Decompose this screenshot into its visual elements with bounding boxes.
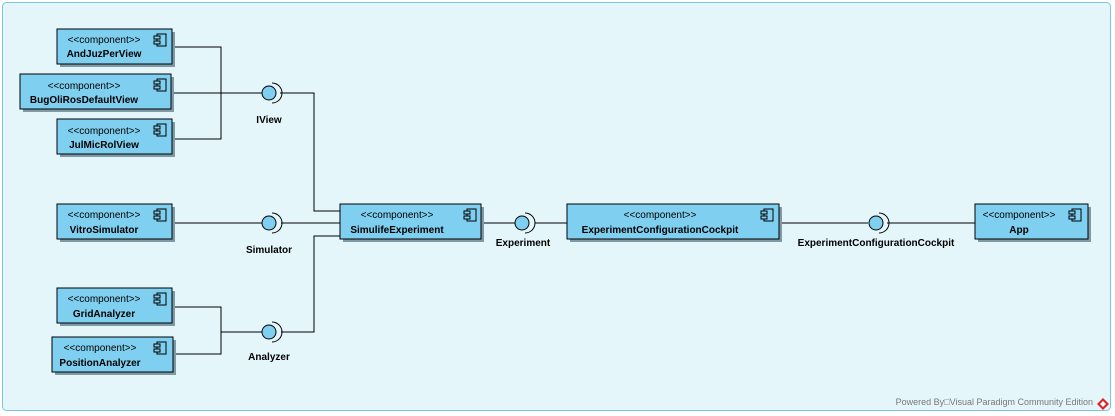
component-stereotype: <<component>> bbox=[64, 343, 137, 354]
component-icon bbox=[1068, 208, 1082, 222]
interface-iview[interactable]: IView bbox=[256, 82, 283, 126]
component-experimentconfigurationcockpit[interactable]: <<component>> ExperimentConfigurationCoc… bbox=[566, 203, 782, 242]
component-stereotype: <<component>> bbox=[983, 210, 1056, 221]
interface-ball bbox=[261, 324, 277, 340]
component-name: JulMicRolView bbox=[69, 140, 139, 151]
component-icon bbox=[153, 33, 167, 47]
component-name: PositionAnalyzer bbox=[59, 358, 140, 369]
component-box bbox=[974, 203, 1089, 240]
wire-andjuz-iview bbox=[174, 46, 222, 93]
interface-socket bbox=[878, 212, 890, 234]
interface-label: Analyzer bbox=[248, 352, 290, 363]
component-bugolirosdefaultview[interactable]: <<component>> BugOliRosDefaultView bbox=[19, 73, 174, 112]
component-name: SimulifeExperiment bbox=[350, 225, 444, 236]
component-box bbox=[566, 203, 780, 240]
powered-by-footer: Powered By□Visual Paradigm Community Edi… bbox=[895, 397, 1093, 407]
component-icon bbox=[760, 208, 774, 222]
component-box bbox=[56, 118, 173, 155]
component-name: GridAnalyzer bbox=[73, 309, 135, 320]
component-simulifeexperiment[interactable]: <<component>> SimulifeExperiment bbox=[339, 203, 484, 242]
component-app[interactable]: <<component>> App bbox=[974, 203, 1091, 242]
component-box bbox=[56, 203, 173, 240]
interface-label: IView bbox=[256, 115, 282, 126]
interface-label: Simulator bbox=[246, 245, 292, 256]
component-stereotype: <<component>> bbox=[624, 210, 697, 221]
component-box bbox=[339, 203, 482, 240]
component-icon bbox=[153, 78, 167, 92]
component-name: AndJuzPerView bbox=[67, 49, 142, 60]
component-julmicrolview[interactable]: <<component>> JulMicRolView bbox=[56, 118, 175, 157]
component-icon bbox=[153, 341, 167, 355]
interface-label: ExperimentConfigurationCockpit bbox=[798, 238, 955, 249]
wire-position-analyzer bbox=[175, 332, 222, 355]
component-stereotype: <<component>> bbox=[48, 81, 121, 92]
component-stereotype: <<component>> bbox=[68, 294, 141, 305]
interface-simulator[interactable]: Simulator bbox=[246, 212, 292, 256]
component-positionanalyzer[interactable]: <<component>> PositionAnalyzer bbox=[51, 336, 176, 375]
visual-paradigm-logo-icon bbox=[1097, 398, 1109, 410]
interface-experiment[interactable]: Experiment bbox=[496, 212, 551, 249]
component-icon bbox=[153, 123, 167, 137]
wire-grid-analyzer bbox=[174, 306, 222, 332]
wire-julmic-iview bbox=[174, 93, 222, 140]
interface-socket bbox=[524, 212, 536, 234]
component-name: VitroSimulator bbox=[70, 225, 139, 236]
component-gridanalyzer[interactable]: <<component>> GridAnalyzer bbox=[56, 287, 175, 326]
interface-experimentconfigurationcockpit[interactable]: ExperimentConfigurationCockpit bbox=[798, 212, 955, 249]
interface-ball bbox=[868, 215, 884, 231]
component-name: BugOliRosDefaultView bbox=[30, 95, 138, 106]
component-andjuzperview[interactable]: <<component>> AndJuzPerView bbox=[56, 28, 175, 67]
connectors bbox=[173, 46, 975, 355]
component-box bbox=[19, 73, 172, 110]
interface-ball bbox=[261, 215, 277, 231]
component-stereotype: <<component>> bbox=[361, 210, 434, 221]
component-vitrosimulator[interactable]: <<component>> VitroSimulator bbox=[56, 203, 175, 242]
component-box bbox=[51, 336, 174, 373]
interface-ball bbox=[514, 215, 530, 231]
interface-socket bbox=[271, 82, 283, 104]
component-icon bbox=[463, 208, 477, 222]
component-box bbox=[56, 287, 173, 324]
interface-label: Experiment bbox=[496, 238, 551, 249]
wire-iview-simulife bbox=[280, 92, 340, 212]
component-name: App bbox=[1009, 225, 1028, 236]
component-stereotype: <<component>> bbox=[68, 126, 141, 137]
interface-socket bbox=[271, 321, 283, 343]
interface-analyzer[interactable]: Analyzer bbox=[248, 321, 290, 363]
component-icon bbox=[153, 208, 167, 222]
wire-analyzer-simulife bbox=[281, 235, 340, 333]
interface-ball bbox=[261, 85, 277, 101]
component-name: ExperimentConfigurationCockpit bbox=[582, 225, 739, 236]
diagram-frame bbox=[2, 2, 1111, 411]
component-box bbox=[56, 28, 173, 65]
component-stereotype: <<component>> bbox=[68, 35, 141, 46]
component-icon bbox=[153, 292, 167, 306]
interface-socket bbox=[271, 212, 283, 234]
component-stereotype: <<component>> bbox=[68, 210, 141, 221]
